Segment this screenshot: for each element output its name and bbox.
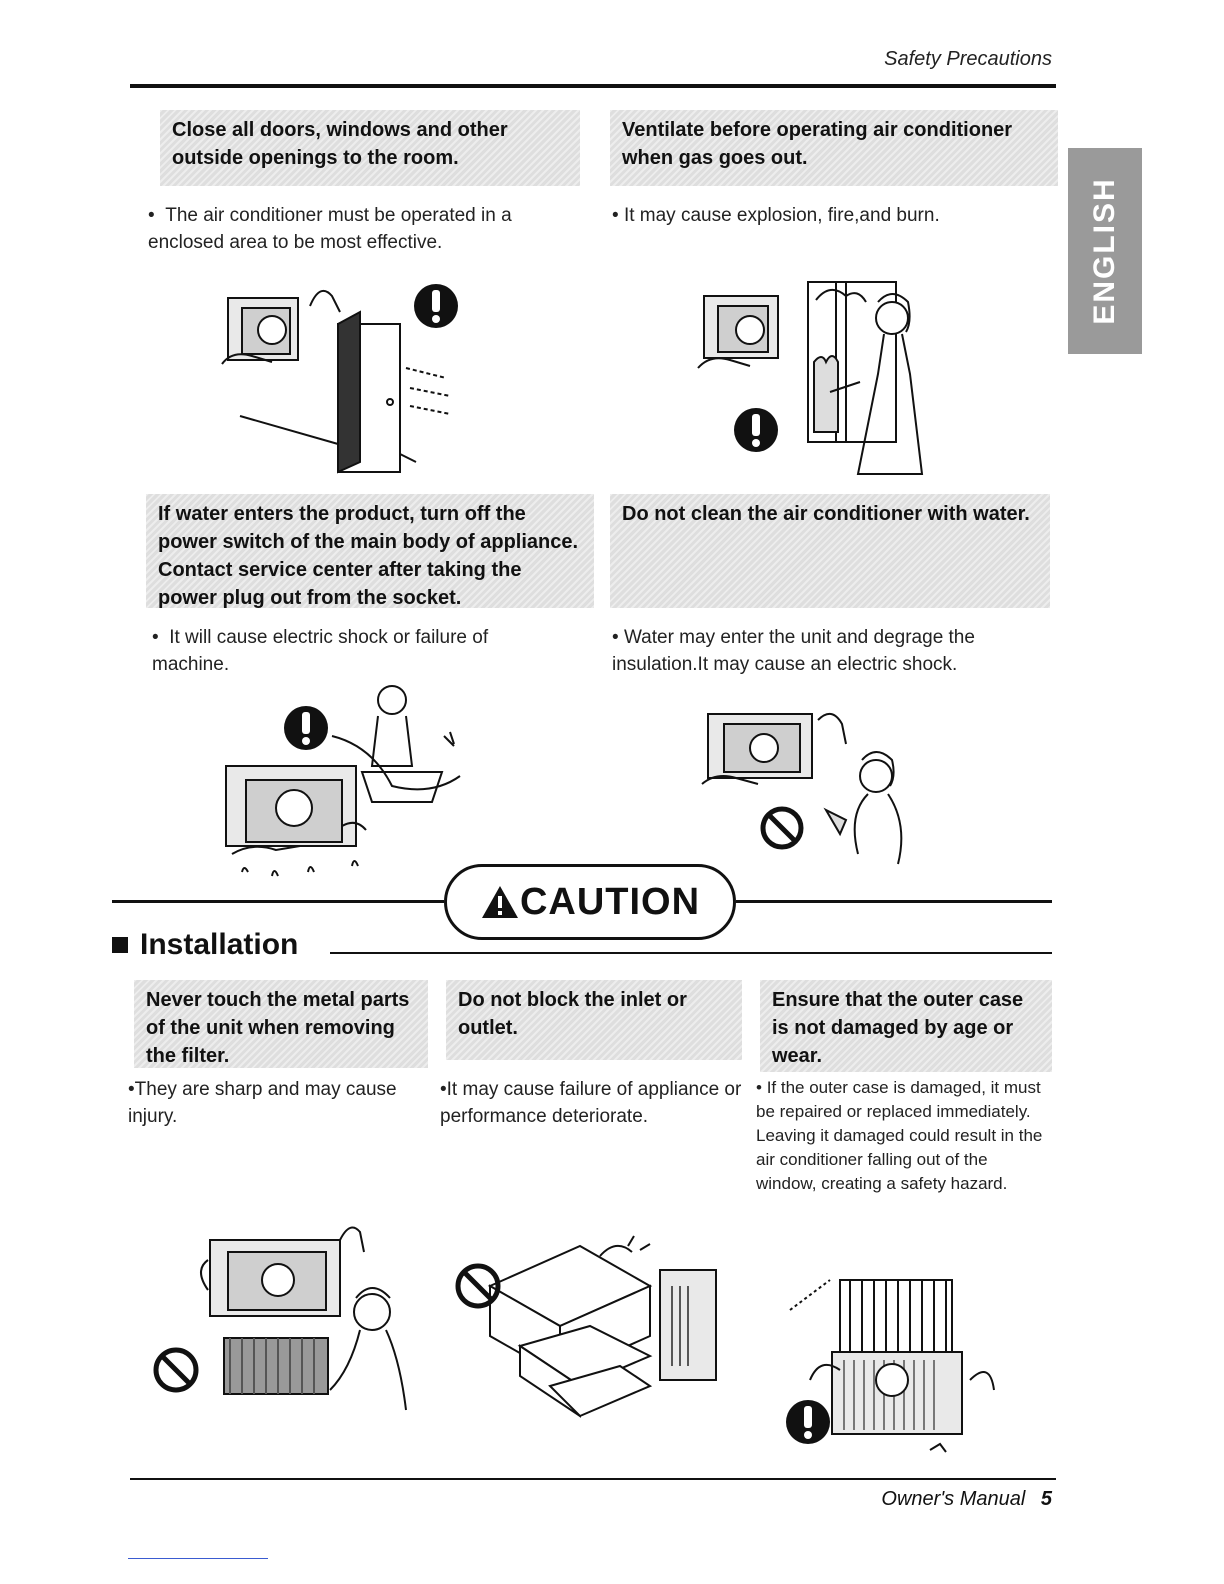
warning-bullet-3-text: It will cause electric shock or failure … [152,627,489,675]
illustration-metal-parts [153,1226,407,1411]
bottom-accent-line [128,1558,268,1559]
warning-bullet-4: • Water may enter the unit and degrage t… [612,624,1032,678]
header-rule [130,84,1056,88]
install-bullet-3-text: If the outer case is damaged, it must be… [756,1078,1043,1193]
bullet-dot: • [440,1079,447,1100]
caution-label: CAUTION [519,880,701,923]
illustration-block-inlet [455,1235,717,1418]
warning-heading-2: Ventilate before operating air condition… [610,110,1058,186]
illustration-close-door [221,284,458,474]
caution-divider-right [736,900,1052,903]
caution-divider-left [112,900,444,903]
install-heading-2: Do not block the inlet or outlet. [446,980,742,1060]
footer-label: Owner's Manual [881,1488,1026,1510]
install-heading-3: Ensure that the outer case is not damage… [760,980,1052,1072]
bullet-dot: • [152,627,170,648]
bullet-dot: • [148,205,166,226]
illustration-outer-case [786,1279,995,1453]
warning-bullet-4-text: Water may enter the unit and degrage the… [612,627,975,675]
warning-bullet-2: • It may cause explosion, fire,and burn. [612,202,1032,229]
install-heading-1: Never touch the metal parts of the unit … [134,980,428,1068]
exclamation-icon [734,408,778,452]
install-bullet-1-text: They are sharp and may cause injury. [128,1079,397,1127]
language-tab-label: ENGLISH [1088,177,1121,325]
section-title: Installation [112,928,298,962]
page-header-title: Safety Precautions [884,48,1052,70]
warning-heading-1: Close all doors, windows and other outsi… [160,110,580,186]
install-bullet-1: •They are sharp and may cause injury. [128,1076,418,1130]
bullet-dot: • [612,205,624,226]
language-tab: ENGLISH [1068,148,1142,354]
exclamation-icon [284,706,328,750]
footer: Owner's Manual 5 [881,1488,1052,1511]
bullet-dot: • [756,1078,767,1097]
install-bullet-3: • If the outer case is damaged, it must … [756,1076,1048,1196]
warning-bullet-2-text: It may cause explosion, fire,and burn. [623,205,940,226]
install-bullet-2-text: It may cause failure of appliance or per… [440,1079,742,1127]
exclamation-icon [414,284,458,328]
warning-bullet-1-text: The air conditioner must be operated in … [148,205,512,253]
install-bullet-2: •It may cause failure of appliance or pe… [440,1076,752,1130]
warning-bullet-1: • The air conditioner must be operated i… [148,202,568,256]
footer-rule [130,1478,1056,1480]
warning-bullet-3: • It will cause electric shock or failur… [152,624,552,678]
warning-triangle-icon [481,886,518,918]
illustration-ventilate [697,281,924,475]
exclamation-icon [786,1400,830,1444]
illustration-no-water-clean [701,713,903,865]
bullet-dot: • [128,1079,135,1100]
page-number: 5 [1040,1488,1052,1510]
illustration-water-enters [225,685,461,877]
caution-banner: CAUTION [444,864,736,940]
prohibited-icon [153,1347,199,1393]
bullet-dot: • [612,627,624,648]
section-title-text: Installation [140,928,299,961]
warning-heading-4: Do not clean the air conditioner with wa… [610,494,1050,608]
section-marker [112,937,128,953]
warning-heading-3: If water enters the product, turn off th… [146,494,594,609]
section-rule [330,952,1052,954]
prohibited-icon [455,1263,501,1309]
prohibited-icon [760,806,804,850]
